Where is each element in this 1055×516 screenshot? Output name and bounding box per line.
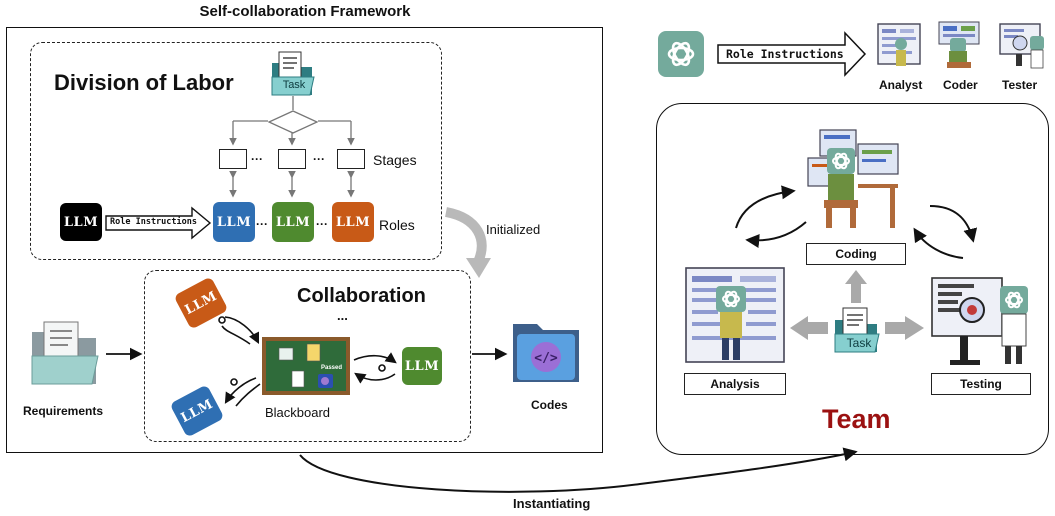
tester-thumbnail-icon [998, 22, 1048, 72]
coding-caption: Coding [806, 243, 906, 265]
analyst-thumbnail-icon [876, 22, 922, 70]
role-instructions-label: Role Instructions [110, 217, 197, 227]
llm-green-collab: LLM [402, 347, 442, 385]
framework-container [6, 27, 603, 453]
role-coder-label: Coder [943, 78, 978, 92]
collaboration-panel [144, 270, 471, 442]
team-panel [656, 103, 1049, 455]
role-ellipsis-2: ··· [316, 217, 328, 231]
llm-orange-role: LLM [332, 202, 374, 242]
task-label: Task [282, 79, 306, 91]
llm-green-role: LLM [272, 202, 314, 242]
requirements-folder-icon [30, 318, 100, 388]
collaboration-dots: ... [337, 308, 348, 323]
stage-ellipsis-2: ··· [313, 152, 325, 166]
stage-box-3 [337, 149, 365, 169]
team-title: Team [822, 404, 891, 434]
framework-title: Self-collaboration Framework [199, 3, 411, 20]
role-instructions-arrow-shape [105, 206, 212, 240]
requirements-label: Requirements [23, 404, 104, 418]
analysis-scene-icon [684, 266, 786, 368]
instantiating-label: Instantiating [513, 496, 591, 511]
stage-box-1 [219, 149, 247, 169]
role-tester-label: Tester [1002, 78, 1038, 92]
initialized-arrow [444, 207, 487, 265]
svg-text:</>: </> [534, 351, 558, 366]
analysis-caption: Analysis [684, 373, 786, 395]
task-flow-lines [229, 96, 355, 198]
team-role-instructions-label: Role Instructions [726, 47, 844, 61]
blackboard-exchange-arrows [218, 316, 397, 407]
stage-ellipsis-1: ··· [251, 152, 263, 166]
blackboard-label: Blackboard [265, 405, 331, 420]
role-ellipsis-1: ··· [256, 217, 268, 231]
codes-folder-icon: </> [511, 318, 581, 386]
decision-diamond [267, 110, 319, 134]
collaboration-title: Collaboration [297, 285, 426, 307]
instantiating-arrow [299, 447, 858, 493]
coder-thumbnail-icon [935, 20, 983, 70]
team-role-instructions-arrow-shape [717, 31, 867, 77]
coding-scene-icon [806, 126, 906, 230]
stage-box-2 [278, 149, 306, 169]
division-title: Division of Labor [54, 70, 234, 95]
team-task-folder-icon [833, 306, 881, 354]
team-cycle-arrows [735, 185, 978, 259]
passed-label: Passed [321, 365, 343, 371]
blackboard-icon [261, 336, 351, 396]
testing-caption: Testing [931, 373, 1031, 395]
role-analyst-label: Analyst [879, 78, 923, 92]
roles-label: Roles [379, 217, 415, 233]
llm-black-tile: LLM [60, 203, 102, 241]
gpt-logo-icon [658, 31, 704, 77]
task-folder-icon [270, 49, 316, 97]
stages-label: Stages [373, 152, 417, 168]
initialized-label: Initialized [486, 222, 541, 237]
llm-blue-role: LLM [213, 202, 255, 242]
task-dispatch-arrows [790, 270, 924, 340]
division-of-labor-panel [30, 42, 442, 260]
team-task-label: Task [846, 336, 872, 350]
testing-scene-icon [930, 276, 1034, 368]
codes-label: Codes [531, 398, 568, 412]
